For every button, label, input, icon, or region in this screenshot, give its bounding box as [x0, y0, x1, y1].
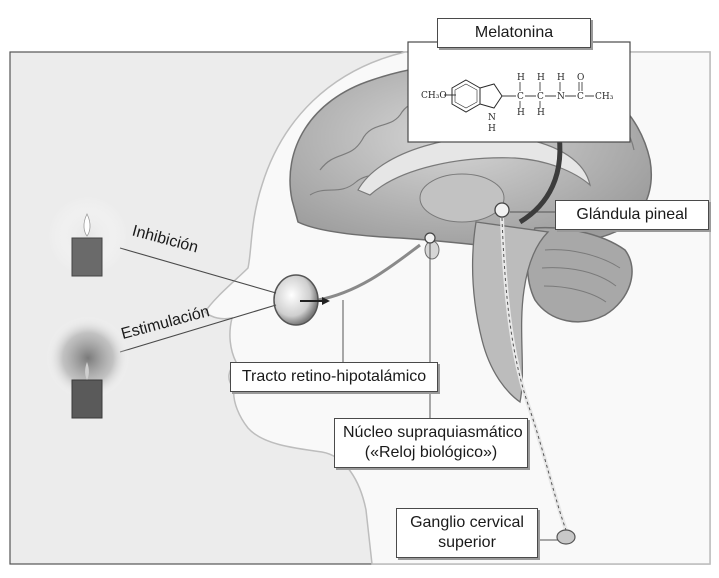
- scn-text-2: («Reloj biológico»): [343, 443, 519, 463]
- formula-h3: H: [537, 73, 545, 83]
- formula-h2: H: [517, 108, 525, 118]
- pineal-text: Glándula pineal: [576, 206, 687, 223]
- formula-c3: C: [577, 92, 584, 102]
- tract-label: Tracto retino-hipotalámico: [230, 362, 438, 392]
- formula-n-ring: N: [488, 113, 496, 123]
- formula-o: O: [577, 73, 584, 83]
- ganglion-text-2: superior: [405, 533, 529, 553]
- ganglion-label: Ganglio cervical superior: [396, 508, 538, 558]
- formula-methyl: CH₃: [595, 92, 614, 102]
- formula-h5: H: [557, 73, 565, 83]
- cervical-ganglion: [557, 530, 575, 544]
- melatonin-label: Melatonina: [437, 18, 591, 48]
- formula-substituent: CH₃O: [421, 91, 447, 101]
- pineal-gland: [495, 203, 509, 217]
- scn-text-1: Núcleo supraquiasmático: [343, 423, 519, 443]
- formula-h1: H: [517, 73, 525, 83]
- scn-dot: [425, 233, 435, 243]
- formula-c1: C: [517, 92, 524, 102]
- scn-label: Núcleo supraquiasmático («Reloj biológic…: [334, 418, 528, 468]
- pineal-label: Glándula pineal: [555, 200, 709, 230]
- candle-light: [48, 196, 128, 276]
- melatonin-text: Melatonina: [475, 24, 553, 41]
- tract-text: Tracto retino-hipotalámico: [242, 368, 426, 385]
- ganglion-text-1: Ganglio cervical: [405, 513, 529, 533]
- formula-c2: C: [537, 92, 544, 102]
- formula-h-ring: H: [488, 124, 496, 134]
- formula-n-amide: N: [557, 92, 565, 102]
- formula-h4: H: [537, 108, 545, 118]
